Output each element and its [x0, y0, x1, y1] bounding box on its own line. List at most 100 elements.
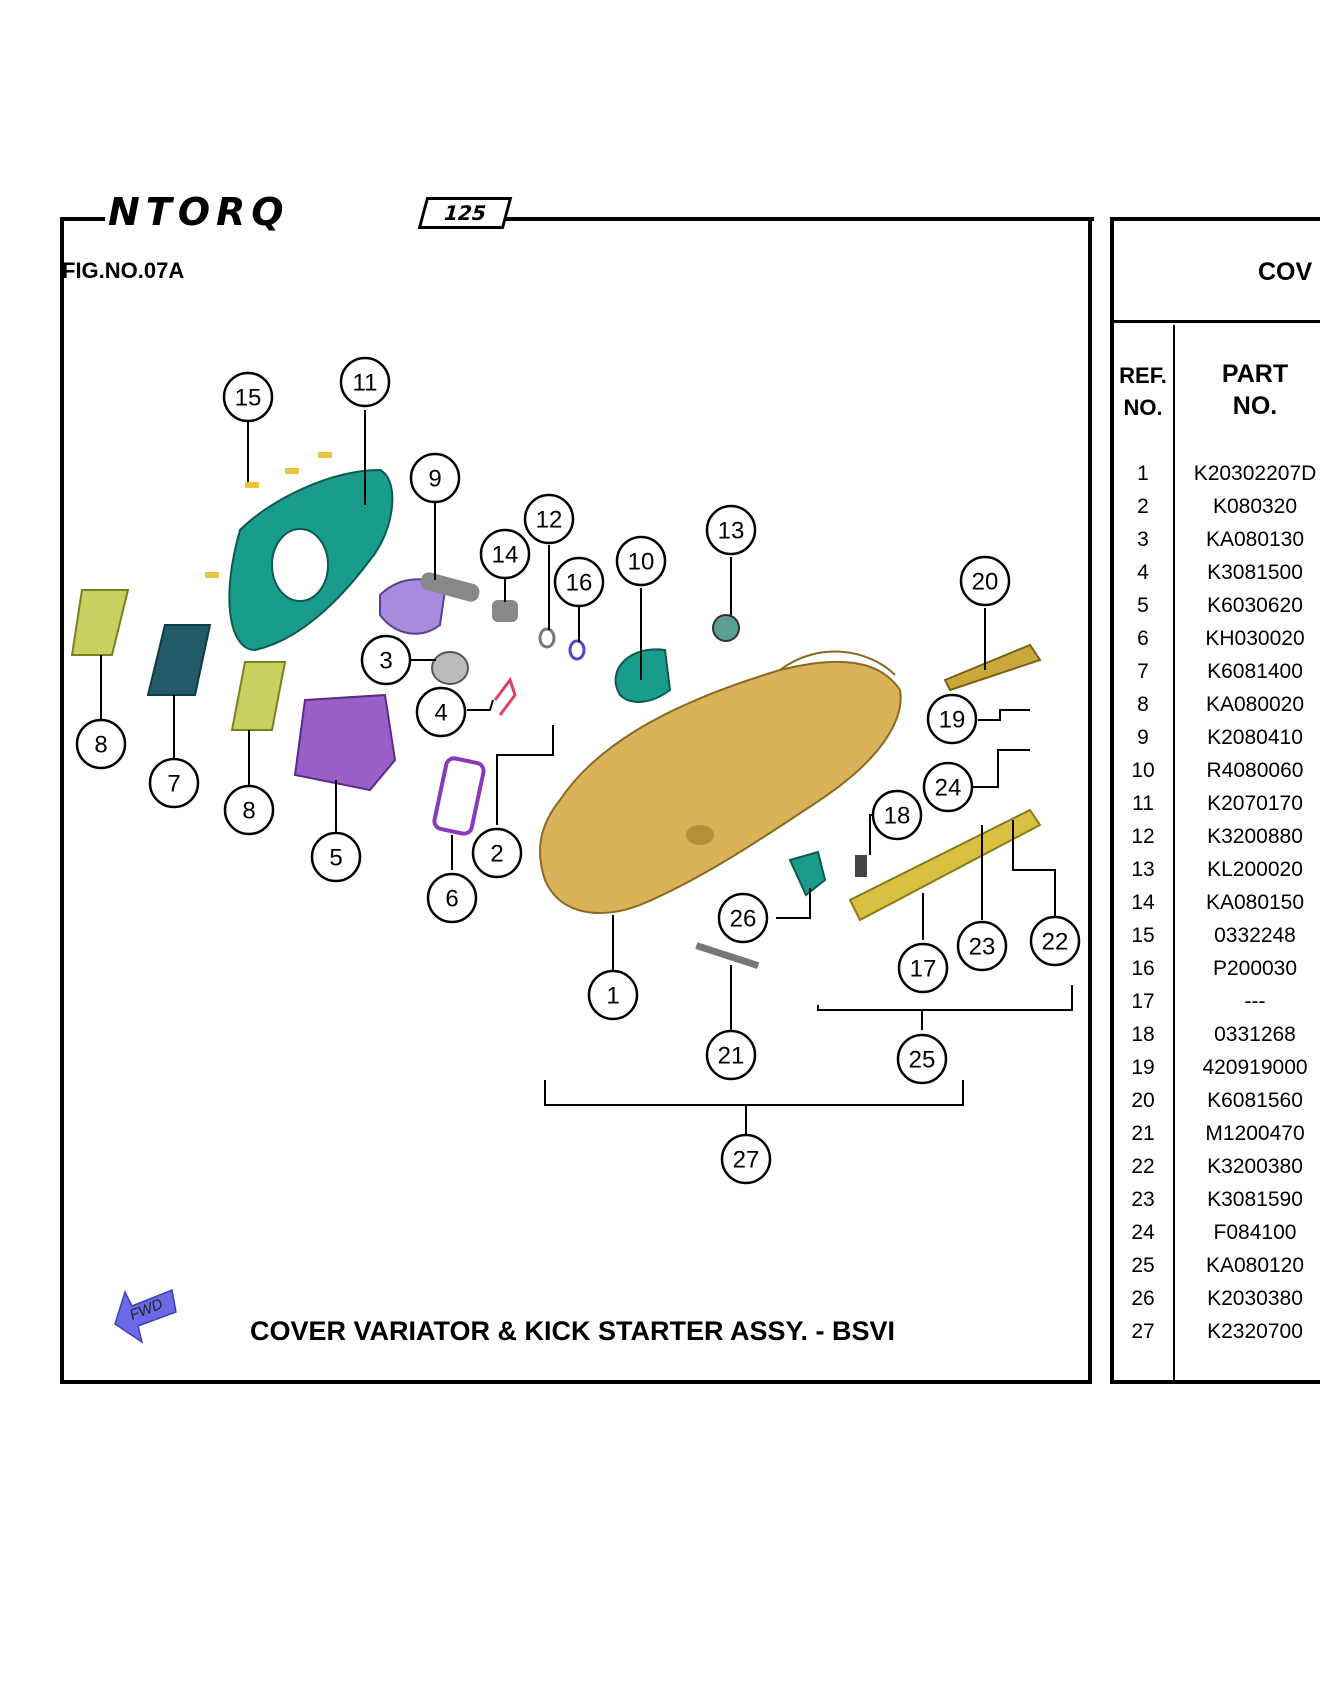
svg-text:13: 13 [718, 518, 745, 545]
callout-6: 6 [426, 872, 478, 924]
part-filter-5 [293, 693, 397, 792]
callout-3: 3 [360, 634, 412, 686]
svg-text:22: 22 [1042, 929, 1069, 956]
callout-18: 18 [871, 789, 923, 841]
ref-number: 24 [1131, 1221, 1155, 1244]
ref-number: 23 [1131, 1188, 1155, 1211]
ref-number: 1 [1137, 462, 1149, 485]
table-title: COV [1258, 258, 1313, 286]
svg-text:15: 15 [235, 385, 262, 412]
callout-14: 14 [479, 528, 531, 580]
callout-20: 20 [959, 555, 1011, 607]
part-mesh-8-right [230, 661, 287, 731]
ref-number: 3 [1137, 528, 1149, 551]
table-row: 8 KA080020 [1114, 693, 1320, 723]
svg-text:14: 14 [492, 542, 519, 569]
svg-text:6: 6 [445, 886, 458, 913]
svg-text:4: 4 [434, 700, 447, 727]
part-number: K6081400 [1207, 660, 1303, 683]
part-kick-lever-17 [848, 808, 1042, 922]
svg-text:19: 19 [939, 707, 966, 734]
ref-number: 4 [1137, 561, 1149, 584]
figure-title: COVER VARIATOR & KICK STARTER ASSY. - BS… [250, 1316, 896, 1346]
callout-17: 17 [897, 942, 949, 994]
ref-number: 6 [1137, 627, 1149, 650]
part-number: K6081560 [1207, 1089, 1303, 1112]
svg-text:24: 24 [935, 775, 962, 802]
svg-text:12: 12 [536, 507, 563, 534]
part-number: R4080060 [1206, 759, 1304, 782]
callout-16: 16 [553, 556, 605, 608]
part-header: PART [1221, 360, 1289, 388]
part-kick-shaft-20 [943, 643, 1042, 692]
callout-5: 5 [310, 831, 362, 883]
ref-number: 26 [1131, 1287, 1155, 1310]
ref-number: 2 [1137, 495, 1149, 518]
svg-text:17: 17 [910, 956, 937, 983]
svg-text:16: 16 [566, 570, 593, 597]
part-screws-15 [205, 452, 332, 578]
svg-text:10: 10 [628, 549, 655, 576]
ref-number: 14 [1131, 891, 1155, 914]
callout-7: 7 [148, 757, 200, 809]
callout-10: 10 [615, 535, 667, 587]
part-number: KA080130 [1205, 528, 1305, 551]
part-gear-3 [431, 651, 469, 685]
callout-8: 8 [75, 718, 127, 770]
svg-text:1: 1 [606, 983, 619, 1010]
ref-header: NO. [1123, 395, 1163, 420]
part-number: K2320700 [1207, 1320, 1303, 1343]
ref-number: 7 [1137, 660, 1149, 683]
svg-text:11: 11 [353, 370, 378, 397]
table-row: 7 K6081400 [1114, 660, 1320, 690]
callout-11: 11 [339, 356, 391, 408]
table-row: 25 KA080120 [1114, 1254, 1320, 1284]
callout-13: 13 [705, 504, 757, 556]
part-washer-12 [538, 627, 556, 649]
ref-number: 12 [1131, 825, 1155, 848]
part-number: KL200020 [1207, 858, 1303, 881]
svg-text:23: 23 [969, 934, 996, 961]
ref-number: 25 [1131, 1254, 1155, 1277]
callout-15: 15 [222, 371, 274, 423]
callout-22: 22 [1029, 915, 1081, 967]
part-bolt-21 [695, 942, 760, 970]
callout-27: 27 [720, 1133, 772, 1185]
table-row: 17--- [1114, 990, 1320, 1020]
svg-text:20: 20 [972, 569, 999, 596]
part-inner-cover [228, 468, 394, 652]
part-number: K6030620 [1207, 594, 1303, 617]
part-pad-7 [146, 624, 212, 696]
ref-number: 13 [1131, 858, 1155, 881]
ref-number: 8 [1137, 693, 1149, 716]
svg-text:7: 7 [167, 771, 180, 798]
part-cover-variator [539, 650, 902, 914]
ref-number: 9 [1137, 726, 1149, 749]
ref-number: 19 [1131, 1056, 1155, 1079]
part-number: KA080120 [1205, 1254, 1305, 1277]
parts-table [1110, 217, 1320, 1384]
fwd-arrow-icon: FWD [114, 1288, 177, 1344]
part-clip-4 [493, 676, 517, 716]
table-header-divider [1114, 320, 1320, 323]
part-oring-16 [568, 639, 586, 661]
ref-number: 22 [1131, 1155, 1155, 1178]
callout-2: 2 [471, 827, 523, 879]
brand-logo: NTORQ [108, 190, 290, 234]
svg-text:21: 21 [718, 1043, 745, 1070]
part-number: KA080020 [1205, 693, 1305, 716]
part-gear-9 [379, 572, 480, 635]
figure-frame [60, 217, 1092, 1384]
